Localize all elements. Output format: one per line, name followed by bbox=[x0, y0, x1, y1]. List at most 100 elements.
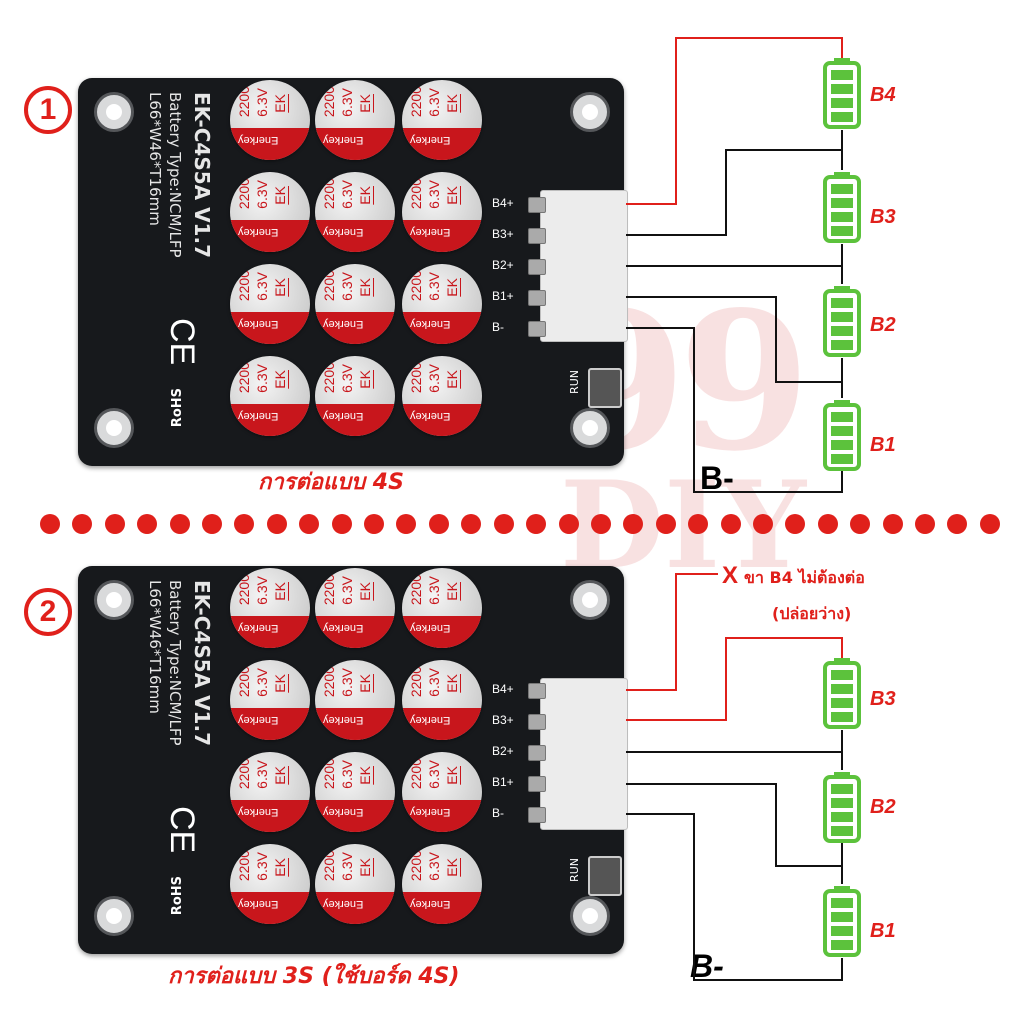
divider-dot bbox=[104, 514, 125, 534]
pin-label: B2+ bbox=[492, 744, 514, 758]
connector-pin bbox=[528, 259, 546, 275]
ce-mark: CE bbox=[163, 806, 201, 854]
board-model: EK-C4S5A V1.7 bbox=[190, 580, 214, 746]
pin-label: B3+ bbox=[492, 227, 514, 241]
section-divider bbox=[40, 514, 1000, 536]
battery-icon bbox=[823, 658, 861, 729]
divider-dot bbox=[720, 514, 741, 534]
battery-level-bar bbox=[831, 84, 853, 94]
board-dimensions: L66*W46*T16mm bbox=[146, 92, 164, 226]
divider-dot bbox=[396, 514, 417, 534]
battery-level-bar bbox=[831, 340, 853, 350]
board-model: EK-C4S5A V1.7 bbox=[190, 92, 214, 258]
divider-dot bbox=[785, 514, 806, 534]
divider-dot bbox=[493, 514, 514, 534]
capacitor-band bbox=[230, 616, 310, 648]
battery-level-bar bbox=[831, 70, 853, 80]
battery-level-bar bbox=[831, 326, 853, 336]
section-2-caption: การต่อแบบ 3S (ใช้บอร์ด 4S) bbox=[168, 964, 460, 989]
divider-dot bbox=[364, 514, 385, 534]
battery-label: B3 bbox=[870, 206, 896, 228]
divider-dot bbox=[655, 514, 676, 534]
wires-section-2 bbox=[626, 573, 843, 981]
connector-pin bbox=[528, 776, 546, 792]
ground-label-1: B- bbox=[700, 460, 734, 496]
divider-dot bbox=[428, 514, 449, 534]
capacitor-band bbox=[315, 128, 395, 160]
divider-dot bbox=[234, 514, 255, 534]
section-2-number: 2 bbox=[24, 588, 72, 636]
not-connected-x-icon: X bbox=[722, 562, 739, 589]
capacitor-band bbox=[402, 616, 482, 648]
capacitor-band bbox=[315, 404, 395, 436]
ce-mark: CE bbox=[163, 318, 201, 366]
ground-label-2: B- bbox=[690, 948, 724, 984]
battery-label: B4 bbox=[870, 84, 896, 106]
capacitor-band bbox=[315, 220, 395, 252]
capacitor-band bbox=[402, 404, 482, 436]
connector-pin bbox=[528, 197, 546, 213]
battery-icon bbox=[823, 286, 861, 357]
divider-dot bbox=[461, 514, 482, 534]
divider-dot bbox=[299, 514, 320, 534]
battery-level-bar bbox=[831, 698, 853, 708]
note-leave-open: (ปล่อยว่าง) bbox=[772, 604, 852, 623]
divider-dot bbox=[590, 514, 611, 534]
battery-icon bbox=[823, 58, 861, 129]
wire-b1-plus bbox=[626, 783, 842, 867]
battery-level-bar bbox=[831, 426, 853, 436]
board-battery-type: Battery Type:NCM/LFP bbox=[166, 580, 184, 746]
capacitor-band bbox=[230, 404, 310, 436]
divider-dot bbox=[558, 514, 579, 534]
pin-label: B2+ bbox=[492, 258, 514, 272]
run-switch bbox=[588, 368, 622, 408]
wire-b1-plus bbox=[626, 296, 842, 383]
divider-dot bbox=[947, 514, 968, 534]
divider-dot bbox=[752, 514, 773, 534]
connector-pin bbox=[528, 228, 546, 244]
divider-dot bbox=[979, 514, 1000, 534]
battery-stack-1 bbox=[823, 58, 861, 471]
battery-label: B1 bbox=[870, 434, 896, 456]
pin-label: B4+ bbox=[492, 682, 514, 696]
battery-level-bar bbox=[831, 440, 853, 450]
connector-pin bbox=[528, 714, 546, 730]
note-b4-unconnected: ขา B4 ไม่ต้องต่อ bbox=[744, 568, 865, 587]
wire-b-minus bbox=[626, 813, 843, 981]
battery-level-bar bbox=[831, 926, 853, 936]
mount-hole bbox=[94, 896, 134, 936]
battery-icon bbox=[823, 886, 861, 957]
battery-level-bar bbox=[831, 184, 853, 194]
wire-b-minus bbox=[626, 327, 843, 493]
capacitor-band bbox=[315, 892, 395, 924]
battery-level-bar bbox=[831, 298, 853, 308]
capacitor-band bbox=[315, 312, 395, 344]
pin-label: B1+ bbox=[492, 775, 514, 789]
capacitor-band bbox=[402, 128, 482, 160]
divider-dot bbox=[623, 514, 644, 534]
divider-dot bbox=[40, 514, 60, 534]
connector-pin bbox=[528, 683, 546, 699]
mount-hole bbox=[570, 408, 610, 448]
battery-level-bar bbox=[831, 826, 853, 836]
capacitor-band bbox=[230, 128, 310, 160]
battery-icon bbox=[823, 400, 861, 471]
battery-label: B2 bbox=[870, 314, 896, 336]
mount-hole bbox=[570, 896, 610, 936]
connector-2 bbox=[540, 678, 628, 830]
section-1-caption: การต่อแบบ 4S bbox=[258, 470, 404, 495]
